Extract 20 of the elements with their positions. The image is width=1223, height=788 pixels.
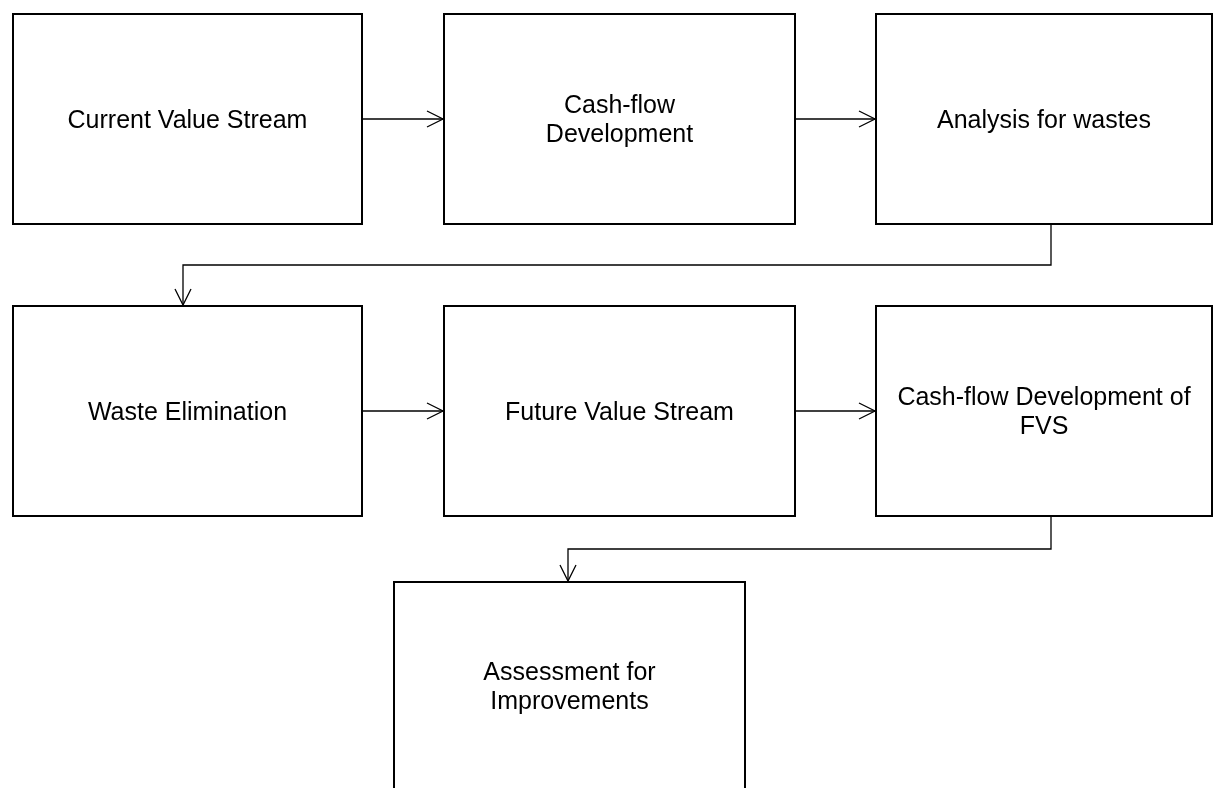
arrow [795, 110, 876, 128]
process-box [875, 13, 1213, 225]
process-box [443, 13, 796, 225]
process-box [875, 305, 1213, 517]
box-label: Cash-flow Development [544, 90, 695, 148]
box-label: Waste Elimination [87, 396, 288, 426]
arrow [559, 516, 1052, 582]
box-label: Cash-flow Development of FVS [896, 382, 1192, 440]
box-label: Current Value Stream [67, 104, 308, 134]
box-label: Assessment for Improvements [482, 656, 657, 715]
arrow [174, 224, 1052, 306]
process-box [393, 581, 746, 788]
box-label: Future Value Stream [505, 396, 734, 426]
process-box [443, 305, 796, 517]
process-box [12, 13, 363, 225]
arrow [362, 402, 444, 420]
arrow [362, 110, 444, 128]
arrow [795, 402, 876, 420]
box-label: Analysis for wastes [937, 104, 1151, 134]
process-box [12, 305, 363, 517]
